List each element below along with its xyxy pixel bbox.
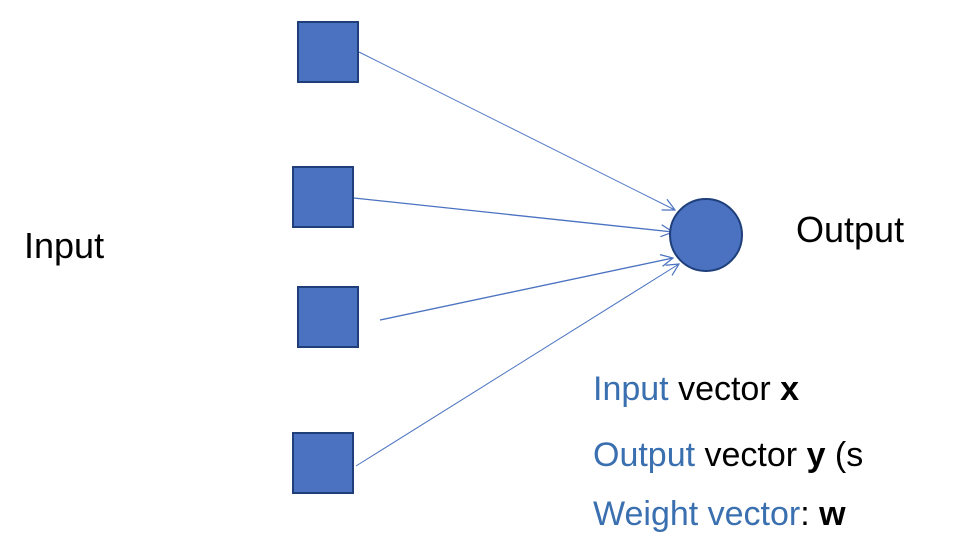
legend-input-vector: Input vector x (593, 372, 799, 406)
legend-text: : (800, 495, 820, 533)
edge-input-4-to-output (355, 264, 679, 467)
output-label: Output (796, 209, 905, 250)
legend-symbol: y (806, 436, 826, 474)
edge-input-1-to-output (358, 51, 675, 210)
input-node-1 (297, 21, 359, 83)
input-node-4 (292, 432, 354, 494)
legend-symbol: x (780, 370, 800, 408)
edge-input-3-to-output (379, 258, 673, 321)
edge-input-2-to-output (353, 197, 673, 232)
legend-text-tail: (s (825, 436, 864, 474)
legend-text: vector (695, 436, 807, 474)
input-node-2 (292, 166, 354, 228)
legend-symbol: w (819, 495, 846, 533)
legend-output-vector: Output vector y (s (593, 438, 863, 472)
input-label: Input (24, 225, 105, 266)
legend-weight-vector: Weight vector: w (593, 497, 846, 531)
legend-key: Input (593, 370, 669, 408)
output-node (669, 198, 743, 272)
legend-key: Weight vector (593, 495, 801, 533)
legend-key: Output (593, 436, 696, 474)
input-node-3 (297, 286, 359, 348)
legend-text: vector (668, 370, 781, 408)
